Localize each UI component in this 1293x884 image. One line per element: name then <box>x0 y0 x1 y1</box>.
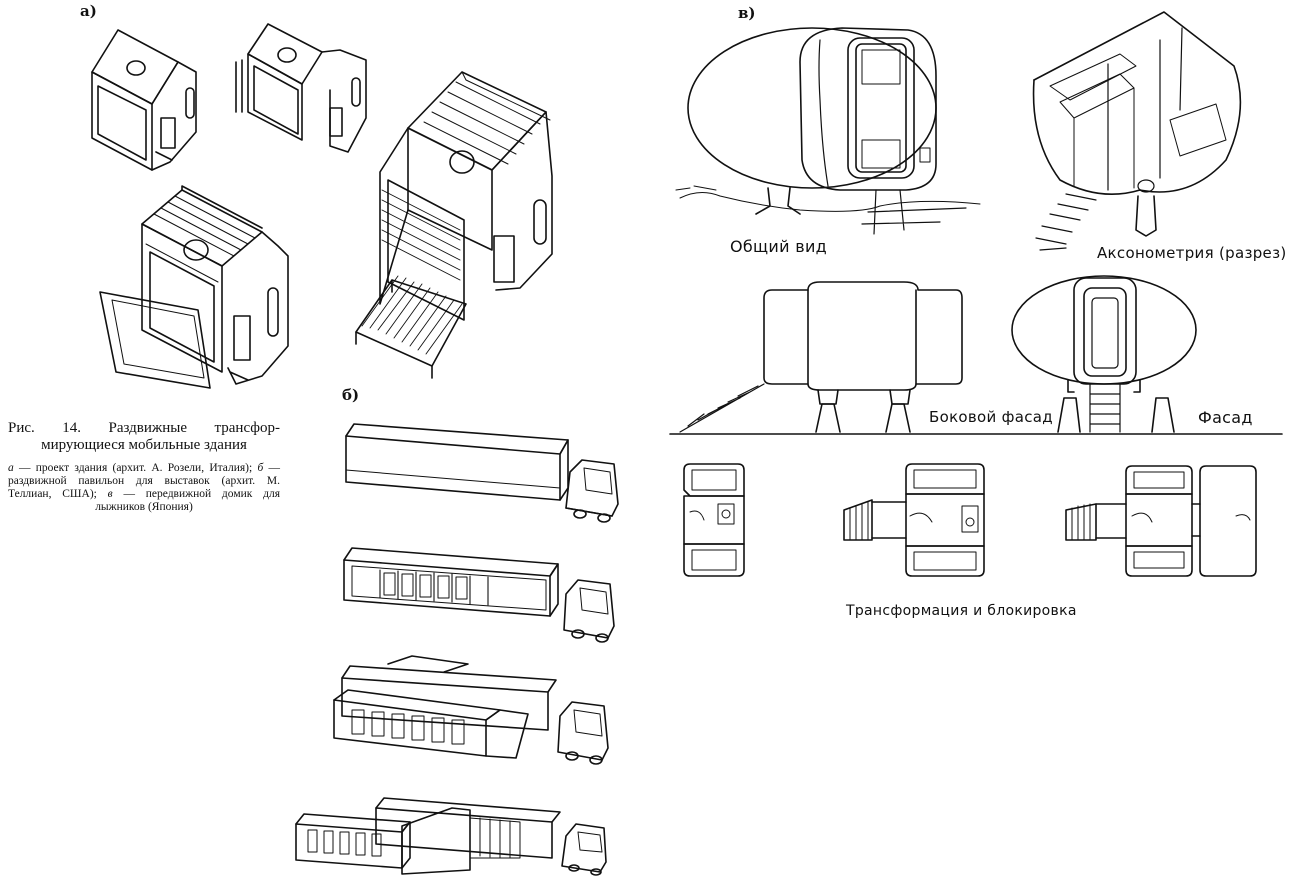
plan-half-open <box>844 464 984 576</box>
caption-item-v-key: в <box>107 488 113 500</box>
plan-closed <box>684 464 744 576</box>
caption-items: а — проект здания (архит. А. Розели, Ита… <box>8 462 280 514</box>
module-a1-closed <box>92 30 196 170</box>
label-a: а) <box>80 2 97 20</box>
label-b: б) <box>342 386 360 404</box>
module-a4-fully-extended <box>356 72 552 378</box>
caption-item-b-text: — раздвижной павильон для выставок (архи… <box>8 462 280 500</box>
module-a2-opening <box>236 24 366 152</box>
annotation-facade: Фасад <box>1198 408 1253 427</box>
ski-cabin-side-facade <box>680 282 962 432</box>
caption-item-b-key: б <box>257 462 264 474</box>
truck-b3-expanding <box>334 656 608 764</box>
ski-cabin-general-view <box>676 28 980 234</box>
truck-b4-deployed <box>296 798 606 875</box>
annotation-axonometry: Аксонометрия (разрез) <box>1097 244 1287 262</box>
label-v: в) <box>738 4 756 22</box>
annotation-side-facade: Боковой фасад <box>929 408 1053 426</box>
annotation-general-view: Общий вид <box>730 237 828 256</box>
caption-title: Рис. 14. Раздвижные трансфор-мирующиеся … <box>8 420 280 453</box>
figure-caption: Рис. 14. Раздвижные трансфор-мирующиеся … <box>8 420 280 514</box>
plan-fully-open <box>1066 466 1256 576</box>
caption-item-v-text: — передвижной домик для лыжников (Япония… <box>95 488 281 513</box>
truck-b1-closed <box>346 424 618 522</box>
truck-b2-opening <box>344 548 614 642</box>
caption-item-a-key: а <box>8 462 14 474</box>
ski-cabin-front-facade <box>1012 276 1196 432</box>
annotation-transformation: Трансформация и блокировка <box>846 603 1077 619</box>
caption-item-a-text: — проект здания (архит. А. Розели, Итали… <box>19 462 253 474</box>
ski-cabin-axonometry-section <box>1034 12 1241 250</box>
module-a3-extended <box>100 186 288 388</box>
